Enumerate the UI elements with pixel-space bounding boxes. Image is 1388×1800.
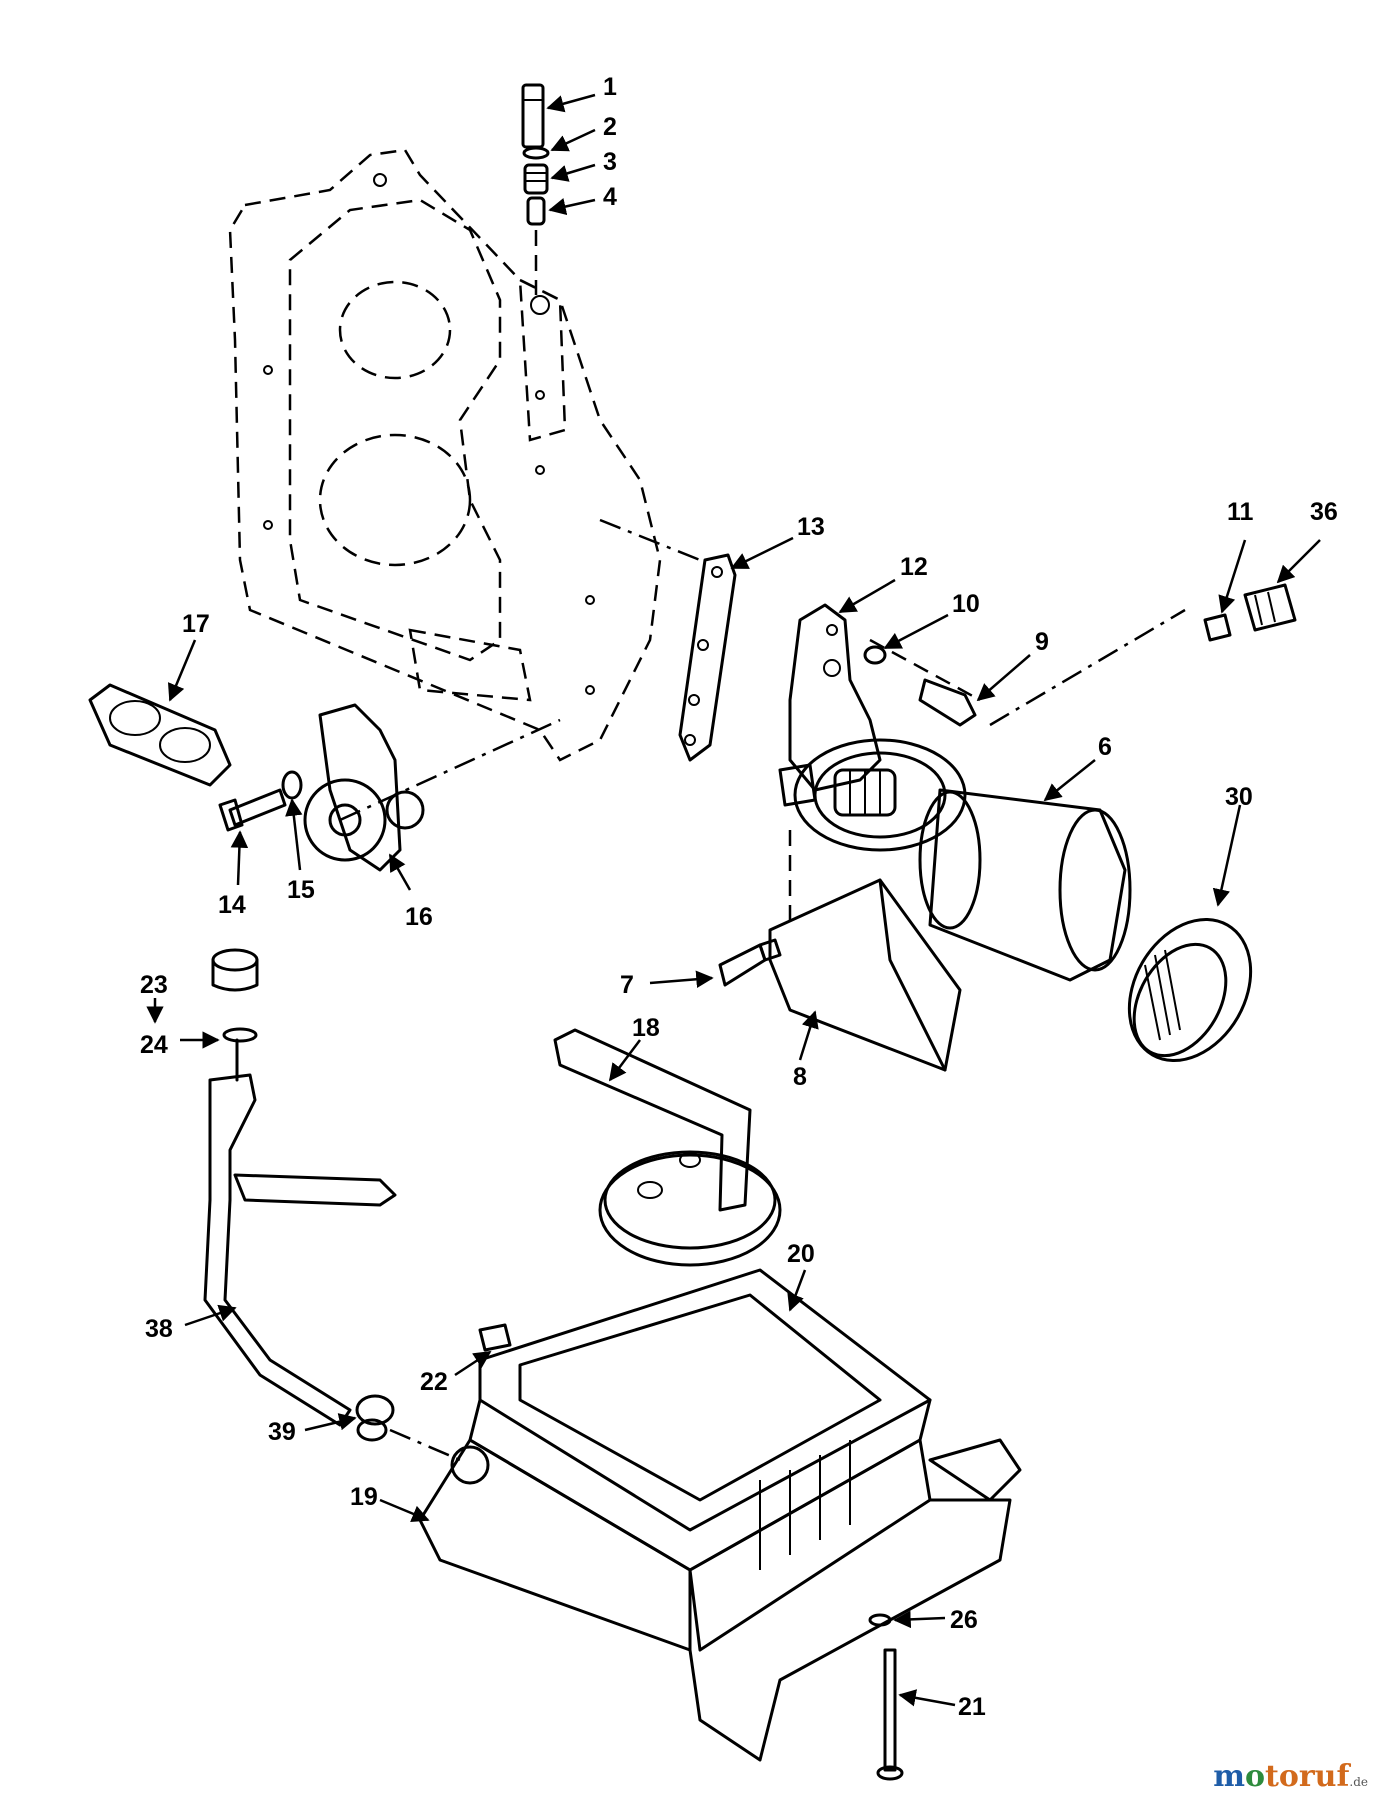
callout-18: 18 <box>632 1014 660 1042</box>
watermark-domain-suffix: .de <box>1349 1775 1368 1789</box>
callout-10: 10 <box>952 590 980 618</box>
filter-cap-30 <box>1127 917 1253 1063</box>
callout-13: 13 <box>797 513 825 541</box>
bolt-14-washer-15 <box>218 770 303 832</box>
oil-filter-6 <box>918 788 1132 982</box>
fittings-11-36 <box>1203 583 1297 642</box>
callout-15: 15 <box>287 876 315 904</box>
callout-6: 6 <box>1098 733 1112 761</box>
watermark-brand-rest: toruf <box>1265 1759 1350 1794</box>
gasket-13 <box>678 553 737 762</box>
callout-38: 38 <box>145 1315 173 1343</box>
callout-11: 11 <box>1227 498 1254 526</box>
engine-cover-housing <box>228 148 701 762</box>
oil-pump-16 <box>303 703 561 872</box>
callout-23: 23 <box>140 971 168 999</box>
callout-17: 17 <box>182 610 210 638</box>
callout-20: 20 <box>787 1240 815 1268</box>
callout-2: 2 <box>603 113 617 141</box>
callout-36: 36 <box>1310 498 1338 526</box>
callout-9: 9 <box>1035 628 1049 656</box>
dipstick-assembly <box>203 948 397 1442</box>
callout-12: 12 <box>900 553 928 581</box>
callout-21: 21 <box>958 1693 986 1721</box>
callout-39: 39 <box>268 1418 296 1446</box>
callout-24: 24 <box>140 1031 168 1059</box>
callout-4: 4 <box>603 183 617 211</box>
oil-pickup-18 <box>553 1028 782 1267</box>
callout-19: 19 <box>350 1483 378 1511</box>
callout-1: 1 <box>603 73 617 101</box>
callout-30: 30 <box>1225 783 1253 811</box>
callout-14: 14 <box>218 891 246 919</box>
watermark-letter-m: m <box>1213 1759 1245 1794</box>
callout-22: 22 <box>420 1368 448 1396</box>
watermark-letter-o: o <box>1244 1759 1265 1794</box>
watermark-logo: motoruf.de <box>1213 1759 1368 1794</box>
callout-7: 7 <box>620 971 634 999</box>
oil-pan-20 <box>389 1268 1022 1781</box>
callout-3: 3 <box>603 148 617 176</box>
filter-adapter-bracket <box>768 603 981 1072</box>
callout-26: 26 <box>950 1606 978 1634</box>
gasket-17 <box>88 683 232 787</box>
bolts-and-washer <box>718 608 1186 987</box>
callout-leaders <box>146 93 1321 1707</box>
callout-labels: 1 2 3 4 13 12 10 9 11 36 17 6 30 14 15 1… <box>140 73 1338 1721</box>
callout-8: 8 <box>793 1063 807 1091</box>
callout-16: 16 <box>405 903 433 931</box>
relief-valve-parts <box>521 83 550 295</box>
